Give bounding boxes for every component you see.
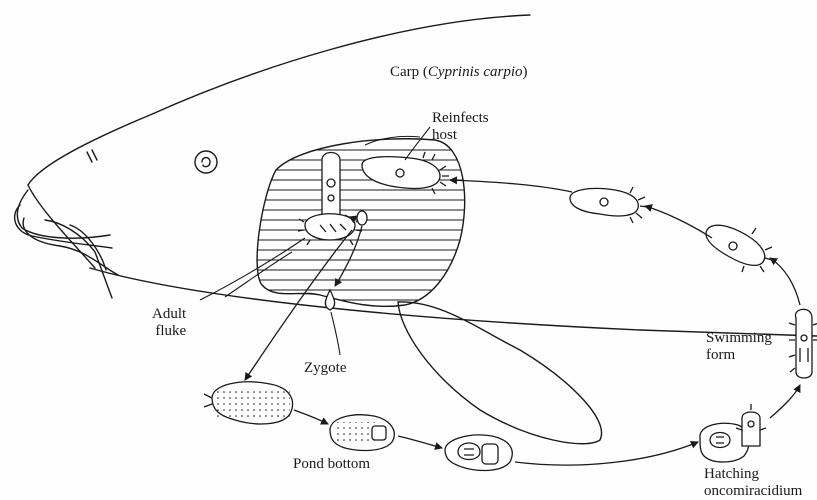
label-swimming-form: Swimming form: [706, 330, 772, 364]
zygote: [325, 290, 334, 310]
label-oncomiracidium: oncomiracidium: [704, 483, 802, 500]
diagram-title: Carp (Cyprinis carpio): [390, 64, 528, 81]
arrow-egg1-to-egg2: [294, 410, 328, 424]
adult-fluke: [298, 153, 362, 246]
label-zygote: Zygote: [304, 360, 347, 377]
fish-eye: [195, 151, 217, 173]
title-common: Carp: [390, 64, 419, 80]
label-pond-bottom: Pond bottom: [293, 456, 370, 473]
title-scientific: Cyprinis carpio: [428, 64, 523, 80]
arrow-egg3-to-hatch: [515, 442, 698, 465]
reinfecting-larva: [362, 152, 449, 194]
title-close-paren: ): [523, 64, 528, 80]
arrow-larva2-to-larva1: [645, 206, 712, 238]
fish-fin: [398, 302, 602, 444]
label-hatching-oncomiracidium: Hatching oncomiracidium: [704, 466, 802, 500]
swimming-larva-2: [706, 225, 772, 272]
label-host: host: [432, 127, 489, 144]
fish-gill-cover: [28, 185, 95, 268]
fish-belly-outline: [90, 268, 817, 336]
egg-1: [204, 382, 293, 424]
hatching-larva: [700, 404, 766, 462]
egg-3: [445, 435, 512, 471]
arrow-egg2-to-egg3: [398, 436, 442, 448]
label-reinfects-host: Reinfects host: [432, 110, 489, 144]
swimming-larva-3: [789, 309, 817, 378]
pointer-zygote: [331, 312, 340, 355]
label-reinfects: Reinfects: [432, 110, 489, 127]
label-fluke: fluke: [152, 323, 186, 340]
pointer-adult: [200, 238, 305, 300]
label-adult-fluke: Adult fluke: [152, 306, 186, 340]
pointer-reinfects: [405, 127, 430, 160]
swimming-larva-1: [570, 187, 647, 223]
label-swimming: Swimming: [706, 330, 772, 347]
egg-2: [330, 415, 394, 451]
label-form: form: [706, 347, 772, 364]
arrow-larva-to-host: [450, 180, 572, 192]
label-adult: Adult: [152, 306, 186, 323]
arrow-larva3-to-larva2: [770, 258, 800, 305]
arrow-hatch-to-swim: [770, 385, 800, 418]
label-hatching: Hatching: [704, 466, 802, 483]
zygote-in-gill: [357, 211, 367, 225]
